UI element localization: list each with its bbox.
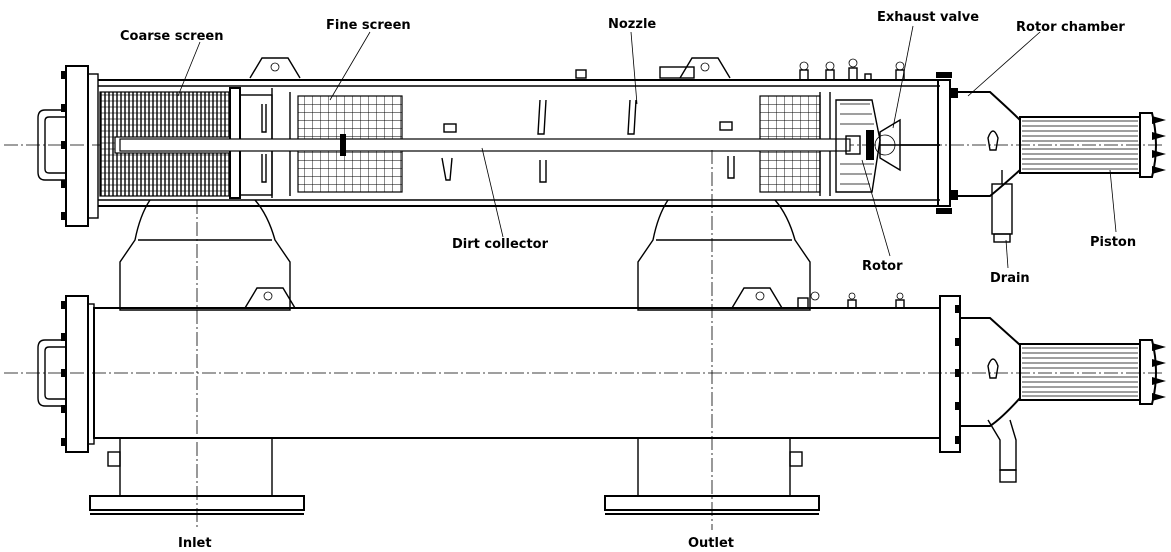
top-boss: [575, 69, 587, 79]
inlet-nozzle: [89, 200, 305, 530]
ext-inlet-flange: [65, 295, 89, 453]
label-dirt-collector: Dirt collector: [452, 237, 549, 252]
cover-handle-inner: [44, 116, 66, 174]
leader-rotor: [861, 159, 891, 257]
leader-coarse-screen: [177, 41, 201, 97]
ext-rotor-chamber: [960, 317, 1021, 427]
label-drain: Drain: [990, 271, 1030, 286]
piston-fins: [1022, 120, 1138, 170]
top-fittings: [799, 58, 905, 81]
label-fine-screen: Fine screen: [326, 18, 411, 33]
labels: Coarse screen Fine screen Nozzle Exhaust…: [120, 10, 1136, 551]
lug-hole-right: [700, 62, 710, 72]
exhaust-valve: [879, 118, 901, 172]
chamber-bolt-bottom: [950, 190, 958, 200]
name-plate: [659, 66, 695, 79]
leader-exhaust-valve: [892, 25, 914, 129]
label-piston: Piston: [1090, 235, 1136, 250]
lug-hole-left: [270, 62, 280, 72]
piston-end-cap: [1139, 112, 1157, 178]
chamber-bolt-top: [950, 88, 958, 98]
label-outlet: Outlet: [688, 536, 734, 551]
inlet-support-upper: [119, 199, 291, 311]
leader-piston: [1109, 169, 1117, 233]
nozzles: [261, 99, 735, 183]
chamber-port: [987, 130, 999, 151]
lifting-lug-left: [249, 57, 301, 79]
outlet-nozzle: [604, 150, 820, 530]
section-view: [4, 57, 1166, 311]
label-inlet: Inlet: [178, 536, 212, 551]
leader-drain: [1005, 239, 1009, 269]
main-shell: [98, 79, 940, 207]
dirt-collector-tube: [119, 138, 851, 152]
label-rotor: Rotor: [862, 259, 903, 274]
leader-nozzle: [630, 31, 638, 105]
label-coarse-screen: Coarse screen: [120, 29, 223, 44]
label-rotor-chamber: Rotor chamber: [1016, 20, 1125, 35]
ext-drain: [987, 419, 1017, 471]
label-nozzle: Nozzle: [608, 17, 656, 32]
ext-handle: [37, 339, 66, 407]
leader-lines: [177, 25, 1117, 269]
lifting-lug-right: [679, 57, 731, 79]
drain-cap: [993, 233, 1011, 243]
ext-flange-bolts-right: [955, 305, 961, 444]
exterior-view: [4, 150, 1166, 530]
leader-fine-screen: [329, 31, 371, 101]
flange-bolts-left: [61, 71, 66, 220]
collector-end-block: [845, 135, 861, 155]
collector-coupling: [340, 134, 346, 156]
shell-inner-wall: [98, 85, 940, 201]
cover-handle-top: [37, 109, 66, 181]
outlet-support-upper: [637, 199, 811, 311]
label-exhaust-valve: Exhaust valve: [877, 10, 979, 25]
flange-cap-bottom: [936, 208, 952, 214]
inlet-cover-ring: [87, 73, 99, 219]
ext-flange-bolts-left: [61, 301, 66, 446]
leader-rotor-chamber: [967, 31, 1041, 97]
lug-ext-right: [731, 287, 783, 309]
rotor-chamber-flange: [937, 79, 951, 207]
ext-fittings: [797, 291, 905, 309]
leader-dirt-collector: [481, 147, 504, 238]
lug-ext-left: [244, 287, 296, 309]
rotor-assembly: [835, 99, 940, 193]
flange-cap-top: [936, 72, 952, 78]
inlet-cover-flange: [65, 65, 89, 227]
piston-cap-teeth: [1152, 116, 1166, 174]
